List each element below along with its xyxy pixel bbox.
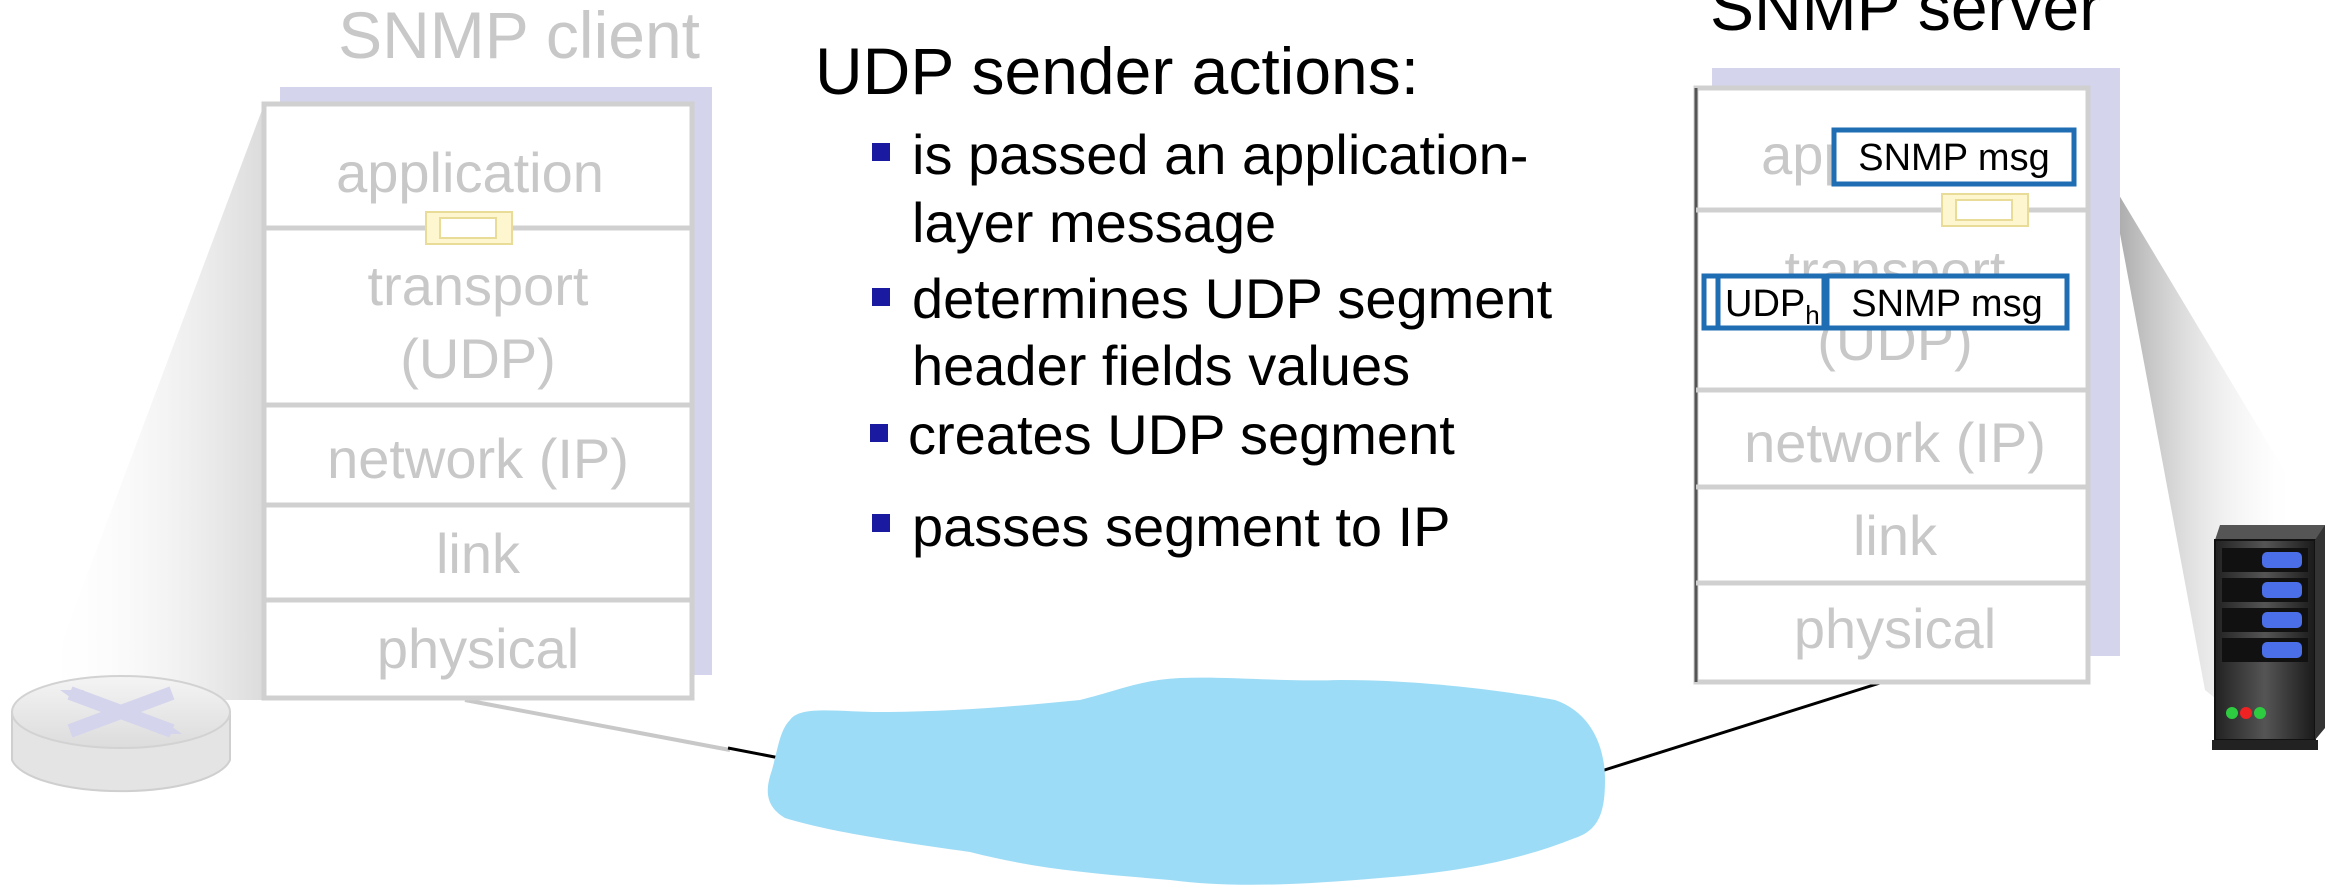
bullet-1-line-1: is passed an application- [912,123,1528,186]
bullet-3-line-1: creates UDP segment [908,403,1455,466]
udp-header-label: UDPh [1725,283,1820,330]
udp-segment: UDPh SNMP msg [1701,273,2070,331]
server-layer-physical: physical [1794,597,1996,660]
client-side: SNMP client application transport (UDP) … [11,0,791,793]
bullet-marker [870,424,888,442]
bullet-1-line-2: layer message [912,191,1276,254]
client-beam [40,110,262,700]
bullet-marker [872,514,890,532]
server-layer-link: link [1853,504,1938,567]
router-icon [11,675,231,793]
client-layer-network: network (IP) [327,427,629,490]
internet-cloud [767,677,1881,885]
bullet-2-line-1: determines UDP segment [912,267,1553,330]
server-link-line [1594,681,1881,775]
client-layer-link: link [436,522,521,585]
client-layer-physical: physical [377,617,579,680]
bullet-marker [872,143,890,161]
server-title: SNMP server [1710,0,2101,44]
app-msg-label: SNMP msg [1858,137,2049,179]
bullet-4-line-1: passes segment to IP [912,495,1451,558]
client-layer-application: application [336,141,604,204]
socket-icon [425,211,513,245]
segment-msg-label: SNMP msg [1851,283,2042,325]
server-layer-network: network (IP) [1744,411,2046,474]
socket-icon [1941,193,2029,227]
client-layer-udp: (UDP) [400,327,556,390]
server-protocol-stack: SNMP server application transport (UDP) … [1693,0,2120,685]
sender-actions-panel: UDP sender actions: is passed an applica… [815,34,1553,558]
client-layer-transport: transport [368,254,589,317]
client-title: SNMP client [338,0,700,72]
bullet-2-line-2: header fields values [912,334,1410,397]
server-side: SNMP server application transport (UDP) … [1693,0,2325,750]
client-protocol-stack: SNMP client application transport (UDP) … [261,0,712,701]
panel-heading: UDP sender actions: [815,34,1419,108]
client-link-line [464,698,731,752]
app-layer-message: SNMP msg [1831,127,2077,187]
bullet-marker [872,288,890,306]
server-icon [2212,525,2325,750]
